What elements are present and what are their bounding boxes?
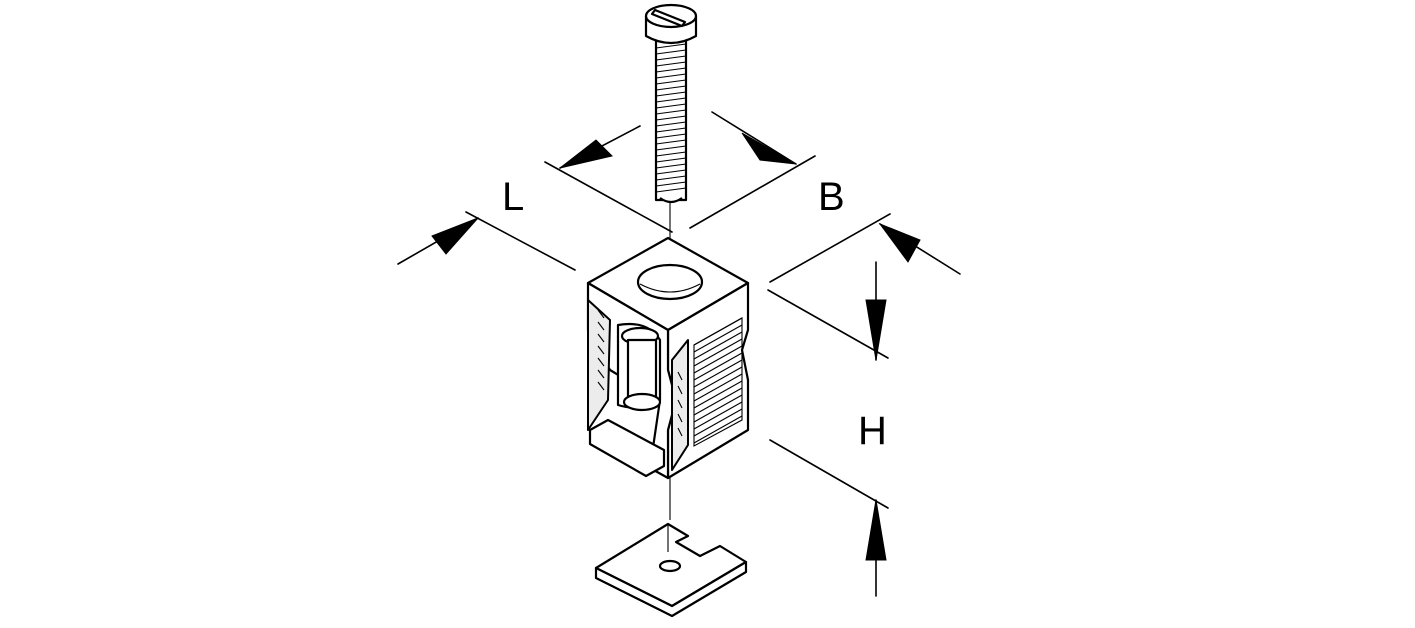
clamp-ribs [693, 317, 743, 447]
screw [644, 3, 698, 204]
dimension-l-arrow-bottom [431, 217, 479, 255]
dimension-l-line [397, 125, 673, 271]
screw-hole [636, 263, 704, 301]
dimension-b-label: B [818, 175, 845, 219]
clamp-body [586, 236, 750, 480]
dimension-b-arrow [741, 132, 797, 165]
plate-hole [658, 559, 682, 573]
dimension-b-arrow-lower [878, 222, 921, 263]
dimension-b-line [689, 111, 816, 229]
dimension-b-extension [769, 213, 961, 283]
dimension-h-label: H [858, 409, 887, 453]
dimension-h-arrow-bottom [865, 499, 887, 561]
dimension-h-line [767, 261, 889, 597]
dimension-h-arrow-top [865, 299, 887, 361]
screw-thread [655, 43, 687, 193]
dimension-l-label: L [502, 175, 524, 219]
screw-head [644, 3, 698, 45]
bottom-plate [594, 522, 748, 618]
dimension-l-arrow-top [559, 139, 613, 169]
